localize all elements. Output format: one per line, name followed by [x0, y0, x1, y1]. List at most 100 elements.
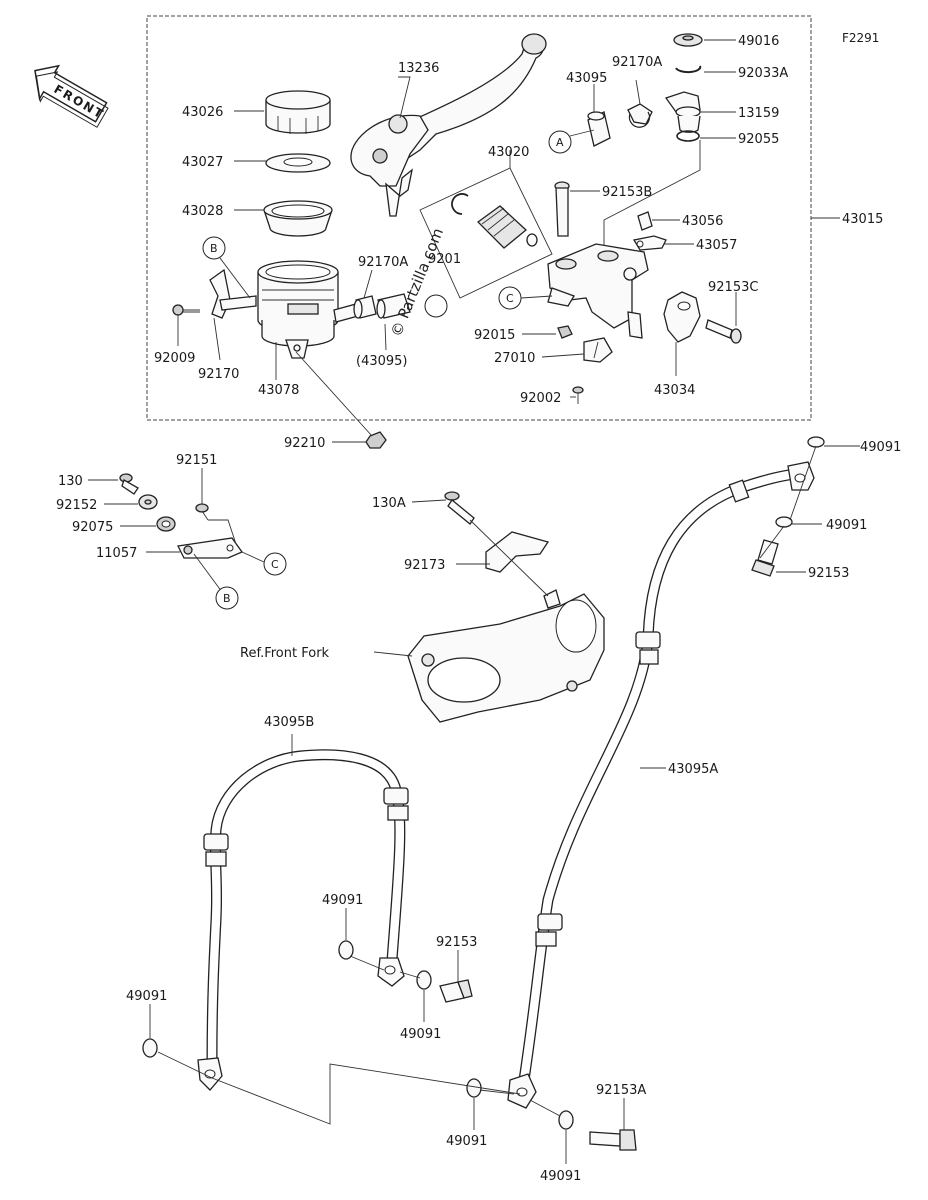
reference-label-front-fork: Ref.Front Fork	[240, 646, 330, 661]
collar-92075	[156, 516, 176, 532]
label-92009: 92009	[154, 351, 195, 366]
label-49091-mid-b: 49091	[400, 1027, 441, 1042]
label-130: 130	[58, 474, 83, 489]
label-92153a: 92153A	[596, 1083, 646, 1098]
svg-text:A: A	[556, 136, 564, 149]
reservoir-cap-43026	[265, 90, 331, 134]
label-92152: 92152	[56, 498, 97, 513]
callout-b-top: B	[202, 236, 251, 299]
cap-49016	[673, 33, 703, 47]
callout-a-mid	[424, 294, 448, 318]
clamp-92170a-mid	[353, 295, 377, 319]
bracket-11057	[177, 537, 243, 559]
master-cylinder-body	[547, 243, 649, 339]
label-49091-tr1: 49091	[860, 440, 901, 455]
switch-27010	[583, 337, 613, 363]
screw-92151	[195, 503, 209, 521]
bolt-130	[119, 473, 139, 495]
label-43026: 43026	[182, 105, 223, 120]
label-49091-tr2: 49091	[826, 518, 867, 533]
label-9201-partial: 9201	[428, 252, 461, 267]
banjo-bolt-92153-tr	[751, 539, 779, 577]
callout-c-bottom: C	[263, 552, 287, 576]
label-11057: 11057	[96, 546, 137, 561]
label-43095a: 43095A	[668, 762, 718, 777]
reservoir-hose-43095-mid	[376, 293, 411, 319]
reservoir-tank-43078	[257, 260, 359, 359]
label-92153-mid: 92153	[436, 935, 477, 950]
bleeder-43056	[637, 211, 653, 231]
diaphragm-43028	[263, 200, 333, 237]
diaphragm-plate-43027	[265, 153, 331, 173]
label-43095b: 43095B	[264, 715, 314, 730]
screw-92002	[572, 386, 584, 404]
label-92002: 92002	[520, 391, 561, 406]
clip-92170a-top	[627, 103, 653, 128]
label-43078: 43078	[258, 383, 299, 398]
banjo-bolt-92153-mid	[439, 979, 473, 1003]
leader-lines	[88, 39, 860, 1164]
piston-assembly	[451, 193, 538, 249]
nut-92210	[365, 431, 387, 449]
piston-kit-43020-box	[419, 150, 553, 299]
label-43056: 43056	[682, 214, 723, 229]
label-49091-mid-a: 49091	[322, 893, 363, 908]
label-92210: 92210	[284, 436, 325, 451]
label-43020: 43020	[488, 145, 529, 160]
front-arrow-icon: FRONT	[34, 64, 109, 128]
screw-92009	[172, 304, 200, 316]
label-92170a-top: 92170A	[612, 55, 662, 70]
label-43034: 43034	[654, 383, 695, 398]
brake-lever-13236	[350, 33, 547, 217]
label-49091-bot-b: 49091	[540, 1169, 581, 1184]
front-fork-upper-bracket	[407, 589, 605, 723]
label-43057: 43057	[696, 238, 737, 253]
svg-text:C: C	[506, 292, 514, 305]
label-43095: 43095	[566, 71, 607, 86]
cover-92173	[485, 531, 550, 573]
label-49091-left: 49091	[126, 989, 167, 1004]
bolt-92153c	[705, 319, 742, 344]
figure-code: F2291	[842, 31, 879, 45]
svg-text:B: B	[210, 242, 218, 255]
part-labels: 43026 43027 43028 13236 43095 92170A 490…	[56, 34, 901, 1184]
label-43027: 43027	[182, 155, 223, 170]
label-130a: 130A	[372, 496, 406, 511]
hose-43095	[587, 111, 611, 147]
bracket-92170	[209, 268, 257, 319]
callout-c-top: C	[498, 286, 553, 310]
label-92075: 92075	[72, 520, 113, 535]
label-13236: 13236	[398, 61, 439, 76]
callout-a-top: A	[548, 130, 572, 154]
banjo-bolt-92153a	[589, 1129, 637, 1151]
bolt-130a	[444, 491, 475, 525]
circlip-92033a	[675, 65, 702, 74]
brake-hose-43095b	[197, 749, 409, 1091]
callout-b-bottom: B	[215, 586, 239, 610]
label-92015: 92015	[474, 328, 515, 343]
label-92055: 92055	[738, 132, 779, 147]
label-27010: 27010	[494, 351, 535, 366]
grommet-92152	[138, 494, 158, 510]
bolt-92153b	[554, 181, 570, 237]
label-13159: 13159	[738, 106, 779, 121]
label-92170a-mid: 92170A	[358, 255, 408, 270]
label-43028: 43028	[182, 204, 223, 219]
label-92153b: 92153B	[602, 185, 652, 200]
nut-92015	[557, 325, 573, 339]
watermark: © Partzilla.com	[387, 225, 447, 339]
bleeder-cap-43057	[632, 235, 667, 251]
label-92173: 92173	[404, 558, 445, 573]
label-49091-bot-a: 49091	[446, 1134, 487, 1149]
svg-text:C: C	[271, 558, 279, 571]
holder-43034	[663, 291, 701, 343]
hose-joint-13159	[664, 91, 701, 133]
label-92153c: 92153C	[708, 280, 758, 295]
svg-text:B: B	[223, 592, 231, 605]
label-92151: 92151	[176, 453, 217, 468]
label-43095-paren: (43095)	[356, 354, 408, 369]
label-92033a: 92033A	[738, 66, 788, 81]
label-92153-tr: 92153	[808, 566, 849, 581]
o-ring-92055	[676, 130, 700, 142]
